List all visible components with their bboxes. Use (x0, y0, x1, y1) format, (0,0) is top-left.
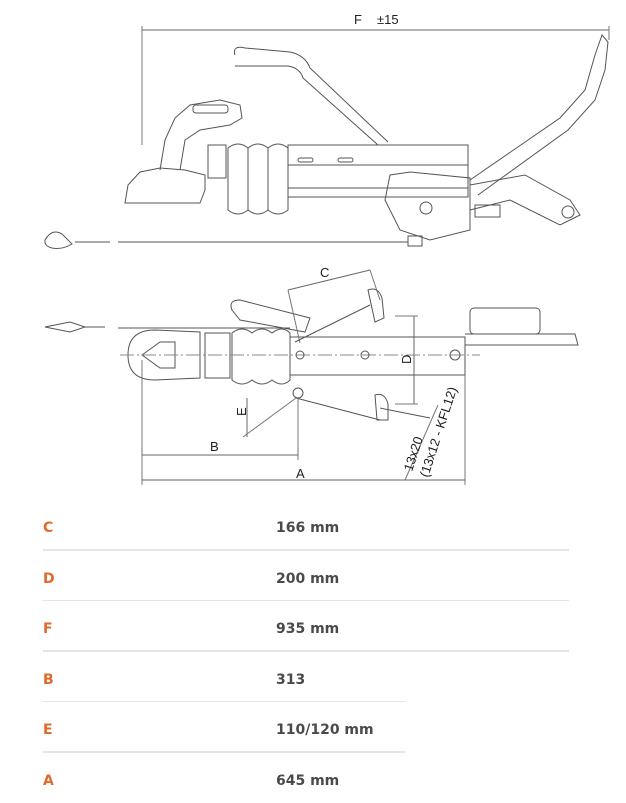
dim-label-E: E (234, 407, 249, 416)
coupling-technical-drawing: F ±15 (0, 0, 626, 500)
spec-row-E: E 110/120 mm (43, 702, 583, 753)
dim-label-A: A (296, 466, 305, 481)
dim-label-D: D (399, 355, 414, 364)
spec-row-C: C 166 mm (43, 500, 583, 551)
spec-key: D (43, 571, 55, 587)
dim-label-C: C (320, 265, 329, 280)
spec-key: C (43, 520, 53, 536)
spec-key: B (43, 672, 54, 688)
spec-row-D: D 200 mm (43, 551, 583, 602)
dim-label-B: B (210, 439, 219, 454)
spec-value: 166 mm (276, 520, 339, 536)
dim-label-F-tolerance: ±15 (377, 12, 399, 27)
spec-key: F (43, 621, 53, 637)
spec-value: 110/120 mm (276, 722, 374, 738)
bolt-spec-alt-label: (13x12 - KFL12) (417, 385, 460, 479)
spec-key: A (43, 773, 54, 789)
spec-row-F: F 935 mm (43, 601, 583, 652)
spec-key: E (43, 722, 53, 738)
spec-value: 935 mm (276, 621, 339, 637)
dimension-spec-table: C 166 mm D 200 mm F 935 mm B 313 E 110/1… (43, 500, 583, 803)
spec-value: 200 mm (276, 571, 339, 587)
spec-row-A: A 645 mm (43, 753, 583, 803)
spec-value: 645 mm (276, 773, 339, 789)
spec-row-B: B 313 (43, 652, 583, 703)
spec-value: 313 (276, 672, 305, 688)
dim-label-F: F (354, 12, 362, 27)
